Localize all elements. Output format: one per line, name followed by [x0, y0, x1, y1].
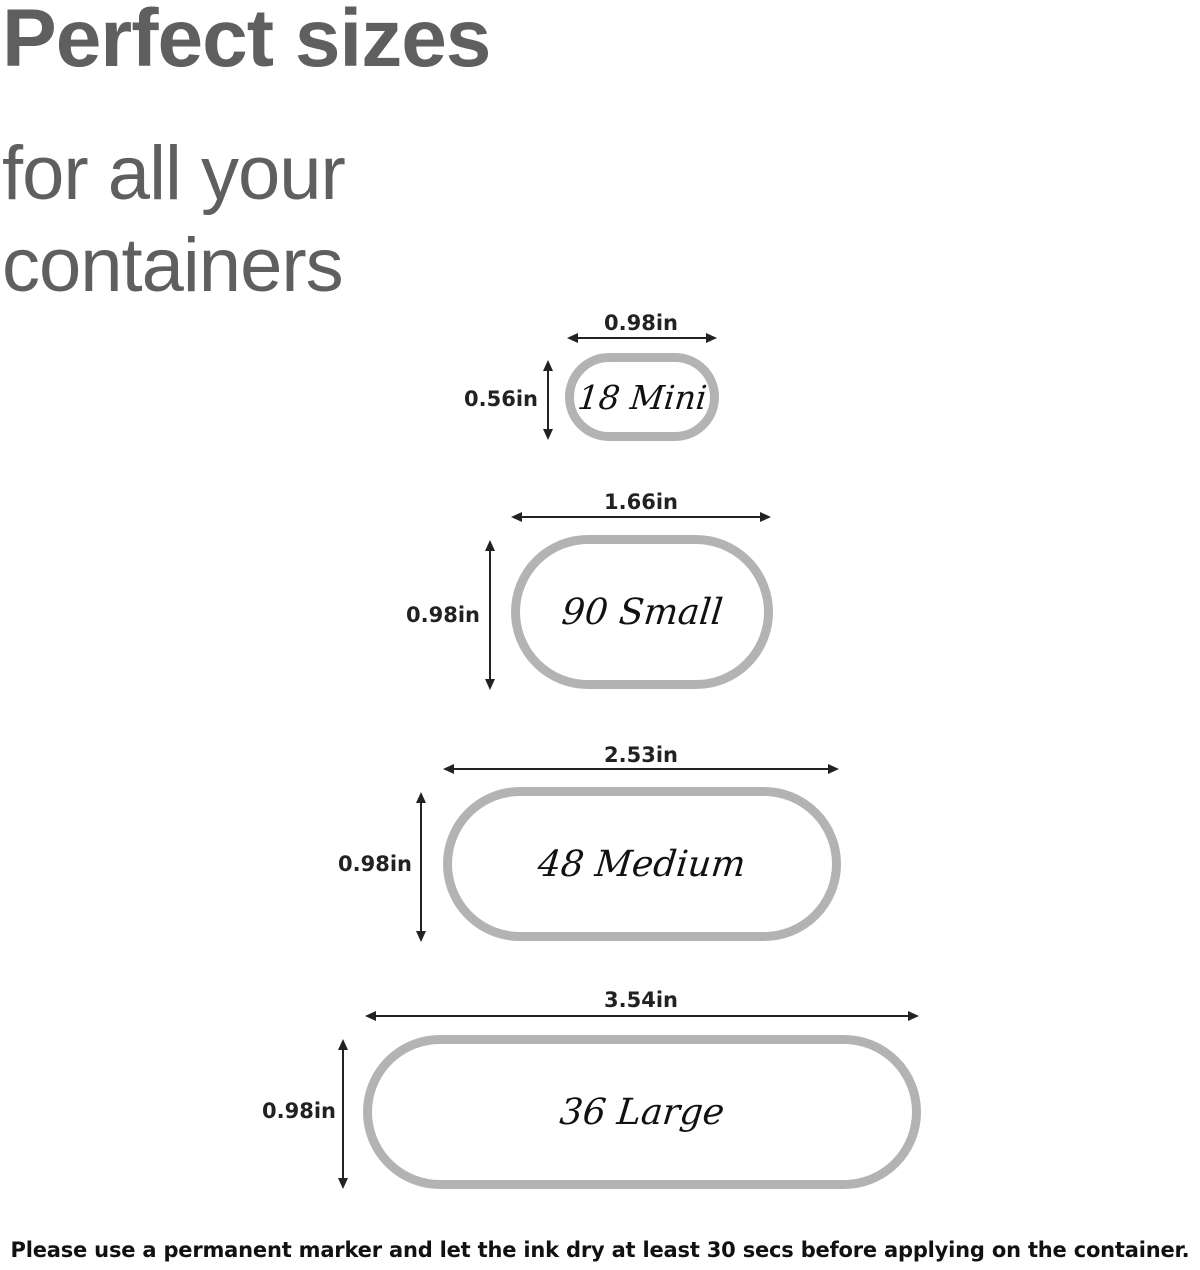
height-label: 0.98in [262, 1099, 336, 1123]
width-label: 0.98in [604, 311, 678, 335]
page-title: Perfect sizes [2, 0, 491, 84]
label-medium: 48 Medium [443, 787, 841, 941]
width-label: 3.54in [604, 988, 678, 1012]
subtitle-line-2: containers [2, 223, 344, 308]
label-mini-text: 18 Mini [575, 377, 709, 417]
label-medium-text: 48 Medium [536, 843, 748, 885]
label-small-text: 90 Small [559, 591, 725, 633]
label-large-text: 36 Large [557, 1091, 727, 1133]
height-label: 0.56in [464, 387, 538, 411]
height-label: 0.98in [338, 852, 412, 876]
label-small: 90 Small [511, 535, 773, 689]
height-label: 0.98in [406, 603, 480, 627]
width-label: 2.53in [604, 743, 678, 767]
label-mini: 18 Mini [565, 353, 719, 441]
label-large: 36 Large [363, 1035, 921, 1189]
width-label: 1.66in [604, 490, 678, 514]
subtitle-line-1: for all your [2, 131, 346, 216]
usage-instructions: Please use a permanent marker and let th… [10, 1238, 1190, 1262]
